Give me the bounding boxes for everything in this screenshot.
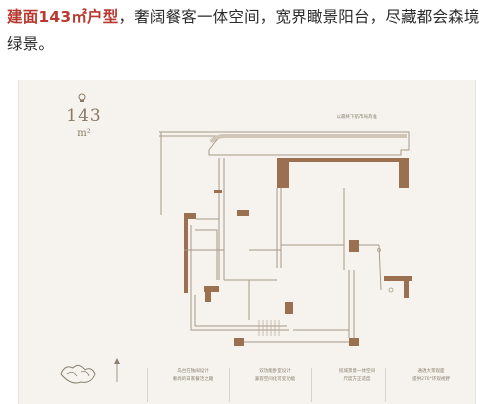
feature-item: 岛台在独阔设计 奢尚的日家餐活之趣 [147, 368, 238, 402]
plan-note: 以最終下航市局為准 [337, 113, 378, 120]
feature-item: 通透大景观面 提供270°环观视野 [385, 368, 476, 402]
feature-item: 揽城景意一体空间 尺度方正适度 [311, 368, 402, 402]
headline-text: ，奢阔餐客一体空间，宽界瞰景阳台，尽藏都会森境绿景。 [7, 8, 480, 53]
feature-line: 尺度方正适度 [343, 377, 371, 382]
headline: 建面143㎡户型，奢阔餐客一体空间，宽界瞰景阳台，尽藏都会森境绿景。 [7, 4, 489, 58]
feature-item: 双功能卧室设计 兼容空间化可变功能 [229, 368, 320, 402]
floor-plan-drawing: 以最終下航市局為准 [159, 113, 412, 346]
feature-line: 兼容空间化可变功能 [254, 377, 296, 382]
feature-line: 揽城景意一体空间 [339, 369, 375, 374]
area-icon [78, 93, 86, 102]
feature-line: 奢尚的日家餐活之趣 [172, 377, 214, 382]
building-map-icon [60, 358, 120, 384]
floorplan-card: 143 m² 以最終下航市局為准 [18, 80, 476, 404]
feature-line: 岛台在独阔设计 [177, 369, 209, 374]
feature-line: 提供270°环观视野 [412, 377, 450, 382]
headline-accent: 建面143㎡户型 [7, 8, 119, 26]
feature-line: 通透大景观面 [417, 369, 445, 374]
feature-line: 双功能卧室设计 [259, 369, 291, 374]
area-value: 143 [66, 106, 102, 126]
area-unit: m² [77, 128, 91, 139]
